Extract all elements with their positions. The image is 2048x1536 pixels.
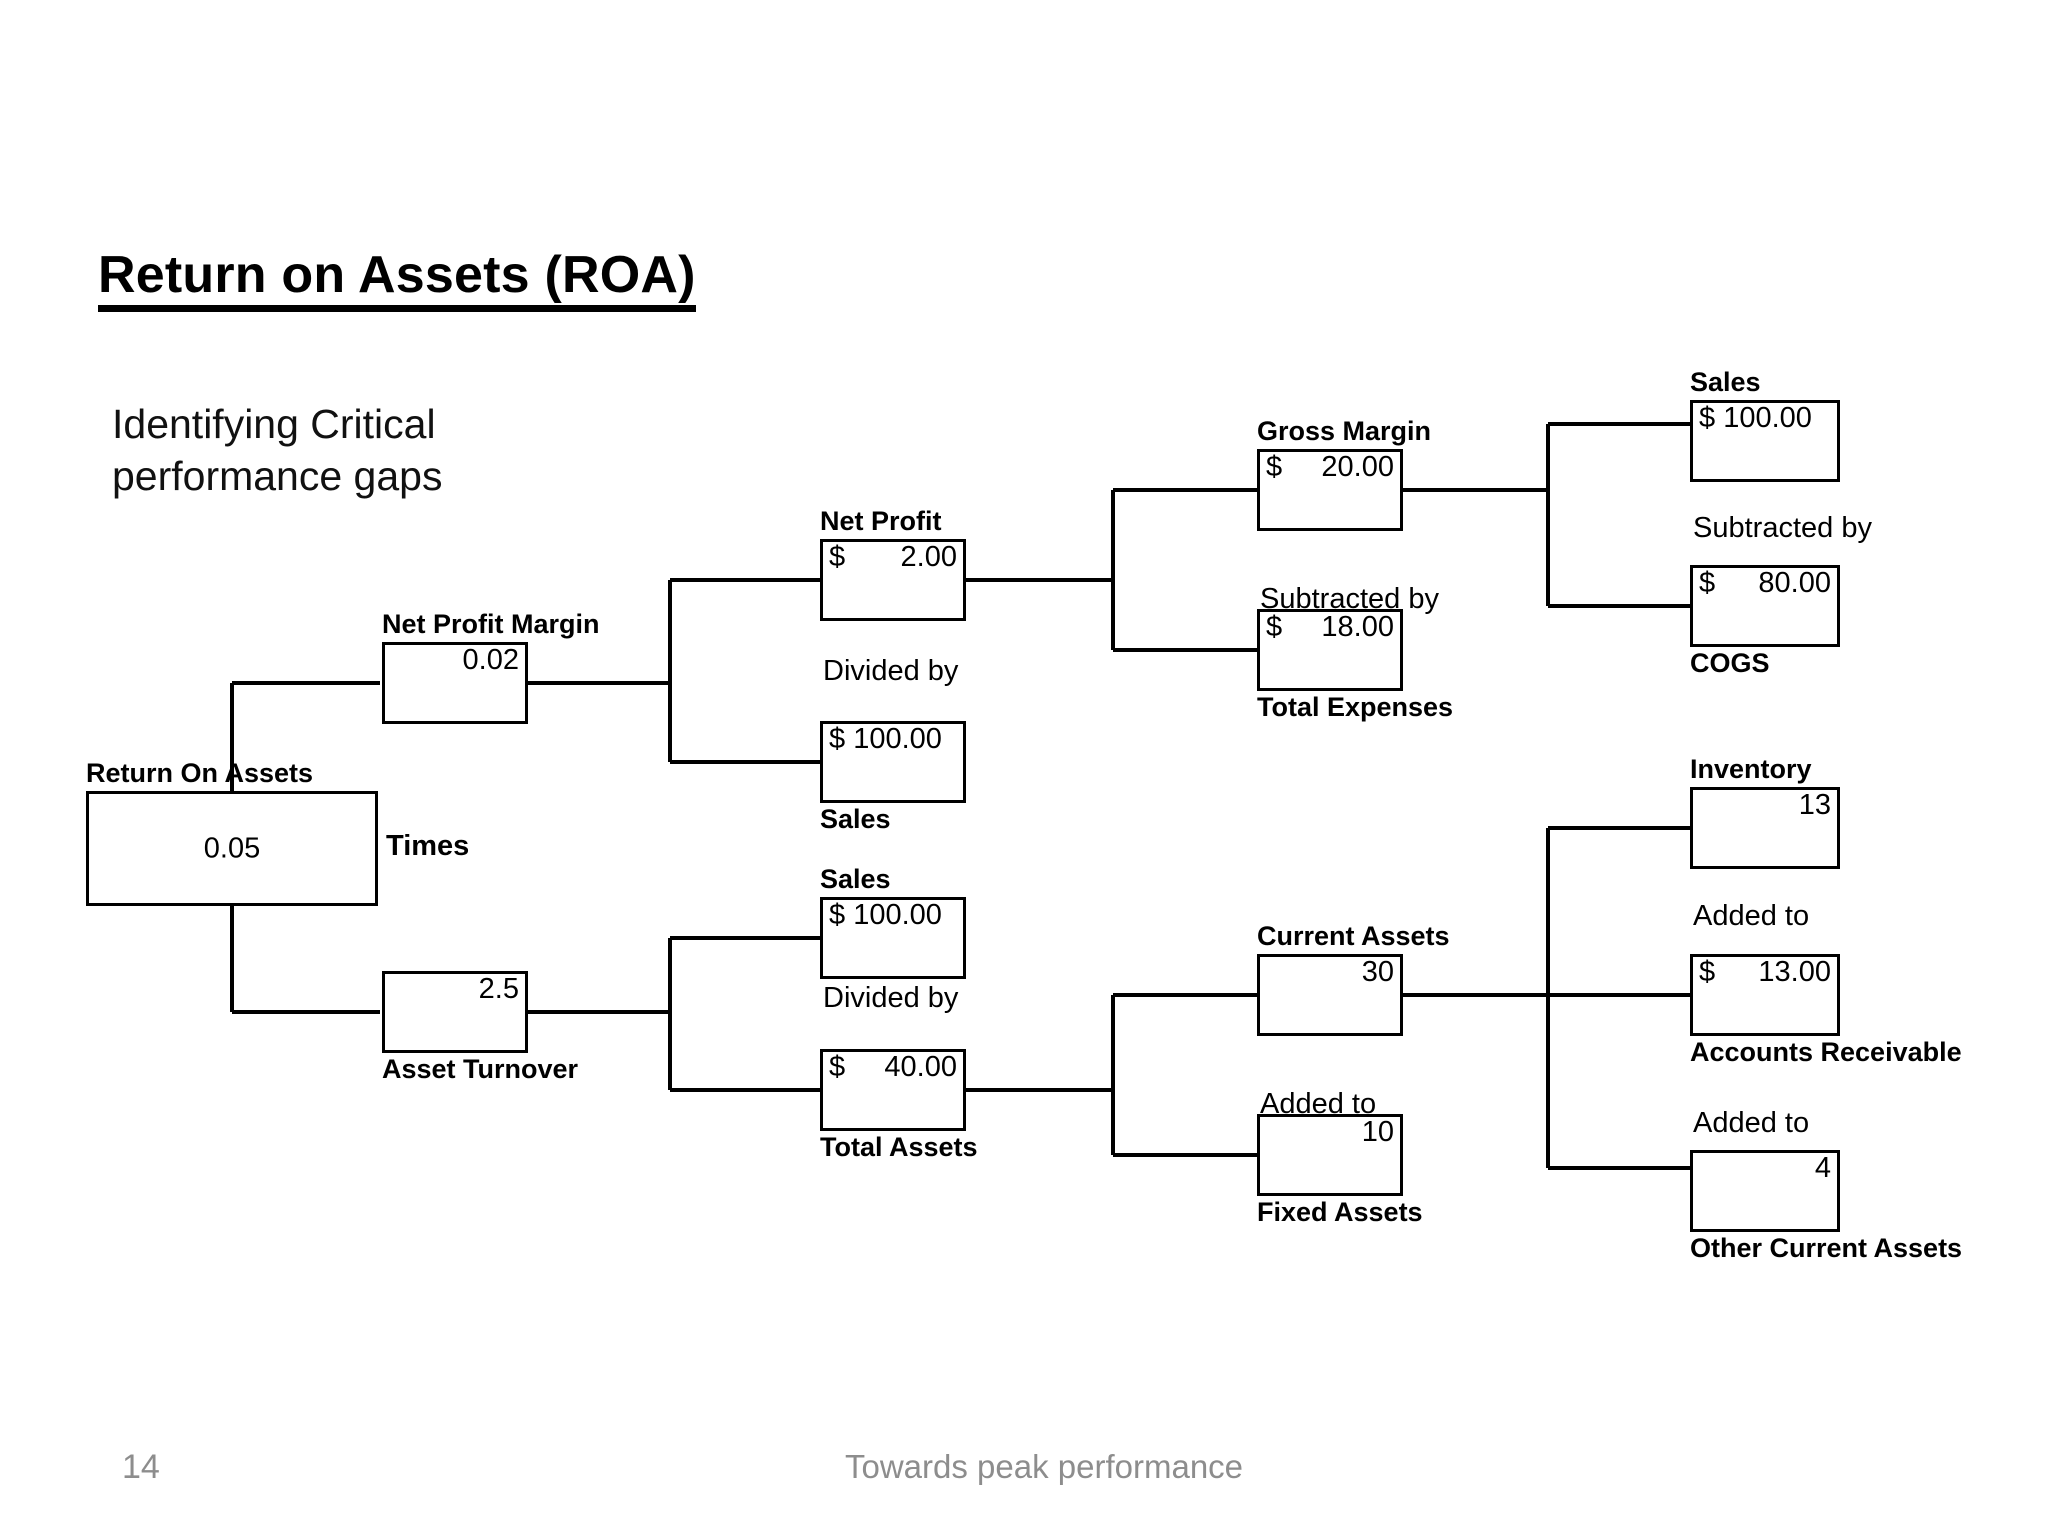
node-value-sales-gm-numerator: $ 100.00 xyxy=(1699,401,1831,436)
node-label-sales-at-numerator: Sales xyxy=(820,864,891,895)
node-total-assets[interactable]: $ 40.00 Total Assets xyxy=(820,1049,978,1162)
node-value-return-on-assets: 0.05 xyxy=(203,831,261,864)
page-title-text: Return on Assets (ROA) xyxy=(98,248,696,312)
operator-divided-by-1: Divided by xyxy=(823,655,959,687)
node-value-current-assets: 30 xyxy=(1361,956,1394,988)
node-total-expenses[interactable]: $ 18.00 Total Expenses xyxy=(1257,609,1453,722)
node-value-total-expenses: $ 18.00 xyxy=(1266,610,1394,645)
node-other-current-assets[interactable]: 4 Other Current Assets xyxy=(1690,1150,1962,1263)
node-box-fixed-assets xyxy=(1257,1114,1403,1196)
node-label-return-on-assets: Return On Assets xyxy=(86,758,314,789)
node-box-net-profit-margin xyxy=(382,642,528,724)
node-box-total-assets xyxy=(820,1049,966,1131)
currency-symbol: $ xyxy=(829,1051,846,1083)
node-value-asset-turnover: 2.5 xyxy=(478,973,519,1005)
node-box-total-expenses xyxy=(1257,609,1403,691)
operator-added-to-3: Added to xyxy=(1693,1107,1810,1139)
node-value-other-current-assets: 4 xyxy=(1814,1152,1831,1184)
node-label-other-current-assets: Other Current Assets xyxy=(1690,1233,1963,1263)
node-accounts-receivable[interactable]: $ 13.00 Accounts Receivable xyxy=(1690,954,1962,1067)
operator-subtracted-by-2: Subtracted by xyxy=(1693,512,1872,544)
node-label-total-assets: Total Assets xyxy=(820,1132,978,1162)
currency-symbol: $ xyxy=(829,899,846,931)
node-label-sales-npm-denominator: Sales xyxy=(820,804,891,834)
node-fixed-assets[interactable]: 10 Fixed Assets xyxy=(1257,1114,1423,1227)
node-value-sales-npm-denominator: $ 100.00 xyxy=(829,722,957,757)
node-label-net-profit-margin: Net Profit Margin xyxy=(382,609,600,640)
amount: 100.00 xyxy=(1723,402,1812,434)
node-value-net-profit-margin: 0.02 xyxy=(462,644,519,676)
node-box-cogs xyxy=(1690,565,1840,647)
node-box-inventory xyxy=(1690,787,1840,869)
operator-divided-by-2: Divided by xyxy=(823,982,959,1014)
currency-symbol: $ xyxy=(1266,451,1283,483)
node-gross-margin[interactable]: Gross Margin $ 20.00 xyxy=(1257,416,1431,531)
currency-symbol: $ xyxy=(829,541,846,573)
node-label-asset-turnover: Asset Turnover xyxy=(382,1054,579,1084)
node-label-accounts-receivable: Accounts Receivable xyxy=(1690,1037,1962,1067)
node-return-on-assets[interactable]: Return On Assets 0.05 xyxy=(86,758,378,906)
node-label-fixed-assets: Fixed Assets xyxy=(1257,1197,1423,1227)
slide-subtitle: Identifying Critical performance gaps xyxy=(112,401,443,500)
amount: 100.00 xyxy=(853,723,942,755)
node-sales-gm-numerator[interactable]: Sales $ 100.00 xyxy=(1690,367,1840,482)
node-box-return-on-assets xyxy=(86,791,378,906)
node-label-total-expenses: Total Expenses xyxy=(1257,692,1454,722)
node-net-profit-margin[interactable]: Net Profit Margin 0.02 xyxy=(382,609,600,724)
node-sales-at-numerator[interactable]: Sales $ 100.00 xyxy=(820,864,966,979)
operator-times: Times xyxy=(386,830,470,862)
amount: 18.00 xyxy=(1321,611,1394,643)
footer-tagline: Towards peak performance xyxy=(845,1448,1244,1485)
node-box-sales-at-numerator xyxy=(820,897,966,979)
node-current-assets[interactable]: Current Assets 30 xyxy=(1257,921,1450,1036)
amount: 80.00 xyxy=(1758,567,1831,599)
node-label-current-assets: Current Assets xyxy=(1257,921,1450,952)
node-sales-npm-denominator[interactable]: $ 100.00 Sales xyxy=(820,721,966,834)
page-title: Return on Assets (ROA) xyxy=(98,248,696,312)
amount: 100.00 xyxy=(853,899,942,931)
node-cogs[interactable]: $ 80.00 COGS xyxy=(1690,565,1840,678)
node-value-inventory: 13 xyxy=(1798,789,1831,821)
amount: 40.00 xyxy=(884,1051,957,1083)
node-box-current-assets xyxy=(1257,954,1403,1036)
node-label-inventory: Inventory xyxy=(1690,754,1812,785)
node-box-net-profit xyxy=(820,539,966,621)
node-box-gross-margin xyxy=(1257,449,1403,531)
amount: 13.00 xyxy=(1758,956,1831,988)
node-label-gross-margin: Gross Margin xyxy=(1257,416,1432,447)
node-inventory[interactable]: Inventory 13 xyxy=(1690,754,1840,869)
node-asset-turnover[interactable]: 2.5 Asset Turnover xyxy=(382,971,578,1084)
node-label-net-profit: Net Profit xyxy=(820,506,942,537)
currency-symbol: $ xyxy=(1699,956,1716,988)
node-value-cogs: $ 80.00 xyxy=(1699,566,1831,601)
node-label-cogs: COGS xyxy=(1690,648,1770,678)
node-net-profit[interactable]: Net Profit $ 2.00 xyxy=(820,506,966,621)
footer-page-number: 14 xyxy=(122,1448,160,1486)
currency-symbol: $ xyxy=(1266,611,1283,643)
currency-symbol: $ xyxy=(829,723,846,755)
node-value-total-assets: $ 40.00 xyxy=(829,1050,957,1085)
node-value-fixed-assets: 10 xyxy=(1361,1116,1394,1148)
currency-symbol: $ xyxy=(1699,567,1716,599)
amount: 20.00 xyxy=(1321,451,1394,483)
node-box-other-current-assets xyxy=(1690,1150,1840,1232)
node-value-accounts-receivable: $ 13.00 xyxy=(1699,955,1831,990)
node-value-sales-at-numerator: $ 100.00 xyxy=(829,898,957,933)
currency-symbol: $ xyxy=(1699,402,1716,434)
node-box-accounts-receivable xyxy=(1690,954,1840,1036)
operator-added-to-2: Added to xyxy=(1693,900,1810,932)
node-box-sales-npm-denominator xyxy=(820,721,966,803)
node-label-sales-gm-numerator: Sales xyxy=(1690,367,1761,398)
node-box-asset-turnover xyxy=(382,971,528,1053)
node-box-sales-gm-numerator xyxy=(1690,400,1840,482)
amount: 2.00 xyxy=(900,541,957,573)
node-value-gross-margin: $ 20.00 xyxy=(1266,450,1394,485)
node-value-net-profit: $ 2.00 xyxy=(829,540,957,575)
